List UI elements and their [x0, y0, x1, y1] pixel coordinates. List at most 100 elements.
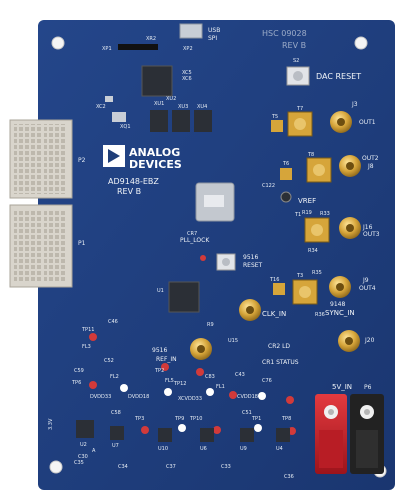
analog-devices-logo — [103, 145, 125, 167]
label-vref: VREF — [298, 197, 316, 205]
label-xq1: XQ1 — [120, 124, 131, 130]
label-dac-reset: DAC RESET — [316, 72, 361, 81]
hsc-code: HSC 09028 — [262, 29, 307, 38]
test-points — [89, 333, 296, 435]
label-c36: C36 — [284, 474, 294, 480]
label-ref-in-1: 9516 — [152, 347, 167, 354]
label-clk-in: CLK_IN — [262, 310, 286, 318]
ic-xu1 — [150, 110, 168, 132]
transformer-t8 — [306, 157, 332, 183]
label-9516-reset-1: 9516 — [243, 254, 258, 261]
label-xc5: XC5 — [182, 70, 192, 76]
transformer-t16 — [273, 283, 285, 295]
label-u1: U1 — [157, 288, 164, 294]
label-r35: R35 — [312, 270, 322, 276]
label-tp1: TP1 — [251, 416, 261, 422]
ic-xu3 — [172, 110, 190, 132]
label-c34: C34 — [118, 464, 128, 470]
label-c58: C58 — [111, 410, 121, 416]
label-c30: C30 — [78, 454, 88, 460]
label-usb: USB — [208, 27, 220, 34]
label-cvdd18: CVDD18 — [237, 394, 258, 400]
sma-connector-j9[interactable] — [329, 276, 351, 298]
label-tp12: TP12 — [173, 381, 186, 387]
usb-controller-chip — [141, 65, 173, 97]
label-cr2-ld: CR2 LD — [268, 343, 290, 350]
label-xu3: XU3 — [178, 104, 188, 110]
label-u15: U15 — [228, 338, 238, 344]
label-u2: U2 — [80, 442, 87, 448]
mounting-hole — [51, 36, 65, 50]
clock-chip-u1 — [168, 281, 200, 313]
label-xr2: XR2 — [146, 36, 156, 42]
label-j9: J9 — [362, 277, 369, 284]
label-c76: C76 — [262, 378, 272, 384]
ic-xu4 — [194, 110, 212, 132]
label-tp9: TP9 — [174, 416, 184, 422]
reset-9516-button-plunger[interactable] — [222, 258, 230, 266]
label-c51: C51 — [242, 410, 252, 416]
label-j3: J3 — [351, 101, 358, 108]
label-tp11: TP11 — [81, 327, 94, 333]
sma-connector-ref-in[interactable] — [190, 338, 212, 360]
label-r9: R9 — [207, 322, 214, 328]
dac-reset-button-plunger[interactable] — [293, 71, 303, 81]
label-u7: U7 — [112, 443, 119, 449]
label-c43: C43 — [235, 372, 245, 378]
label-r36: R36 — [315, 312, 325, 318]
label-c122: C122 — [262, 183, 275, 189]
label-r19: R19 — [302, 210, 312, 216]
label-fl1: FL1 — [216, 384, 225, 390]
sma-connector-j3[interactable] — [330, 111, 352, 133]
label-tp2: TP2 — [154, 368, 164, 374]
label-c35: C35 — [74, 460, 84, 466]
label-j8: J8 — [367, 163, 374, 170]
label-pll-lock: PLL_LOCK — [180, 237, 210, 244]
label-j16: J16 — [362, 224, 373, 231]
label-dvdd18: DVDD18 — [128, 394, 149, 400]
board-model: AD9148-EBZ — [108, 177, 159, 186]
sma-connector-j16[interactable] — [339, 217, 361, 239]
sma-connector-j20[interactable] — [338, 330, 360, 352]
label-r34: R34 — [308, 248, 318, 254]
label-out4: OUT4 — [359, 285, 376, 292]
regulator-u9 — [240, 428, 254, 442]
pll-lock-led — [200, 255, 206, 261]
label-t16: T16 — [269, 277, 279, 283]
transformer-t6 — [280, 168, 292, 180]
sma-connector-j8[interactable] — [339, 155, 361, 177]
regulator-u7 — [110, 426, 124, 440]
label-cr7: CR7 — [187, 231, 197, 237]
label-c37: C37 — [166, 464, 176, 470]
label-u9: U9 — [240, 446, 247, 452]
label-t5: T5 — [271, 114, 278, 120]
regulator-u2 — [76, 420, 94, 438]
label-xc6: XC6 — [182, 76, 192, 82]
label-out1: OUT1 — [359, 119, 376, 126]
label-xc2: XC2 — [96, 104, 106, 110]
label-t6: T6 — [282, 161, 289, 167]
banana-jack-red[interactable] — [315, 394, 347, 474]
vref-test-point — [280, 191, 292, 203]
label-xp2: XP2 — [183, 46, 193, 52]
label-cr1-status: CR1 STATUS — [262, 359, 299, 366]
banana-jack-black[interactable] — [350, 394, 384, 474]
label-xp1: XP1 — [102, 46, 112, 52]
label-c33: C33 — [221, 464, 231, 470]
hsc-rev: REV B — [282, 41, 306, 50]
label-fl2: FL2 — [110, 374, 119, 380]
label-fl5: FL5 — [165, 378, 174, 384]
label-tp6: TP6 — [71, 380, 81, 386]
label-r33: R33 — [320, 211, 330, 217]
label-9516-reset-2: RESET — [243, 262, 263, 269]
label-xu1: XU1 — [154, 101, 164, 107]
label-p2: P2 — [78, 157, 86, 164]
label-c59: C59 — [74, 368, 84, 374]
sma-connector-clk-in[interactable] — [239, 299, 261, 321]
label-fl3: FL3 — [82, 344, 91, 350]
connector-p2 — [9, 119, 73, 199]
connector-p1 — [9, 204, 73, 288]
dac-chip-label — [204, 195, 224, 207]
label-xu4: XU4 — [197, 104, 207, 110]
